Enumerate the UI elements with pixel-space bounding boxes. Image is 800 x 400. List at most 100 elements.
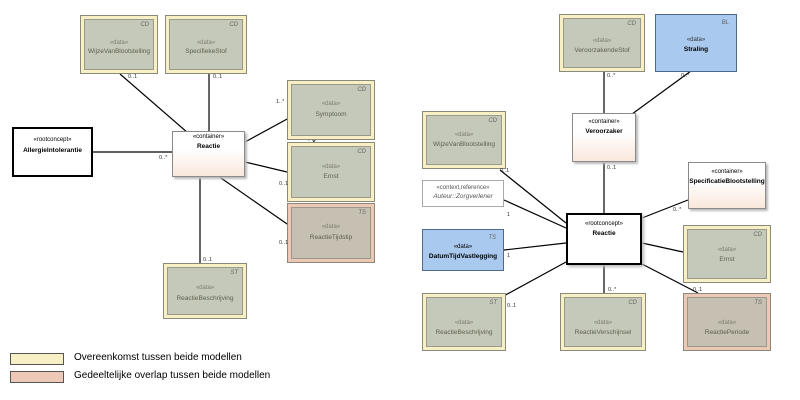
assoc-reactie-beschrijving-r <box>499 256 575 299</box>
stereotype: «data» <box>717 320 737 326</box>
mult-tijdstip: 0..1 <box>279 240 289 246</box>
stereotype: «context,reference» <box>436 185 490 191</box>
auteur-zorgverlener-reference[interactable]: «context,reference» Auteur::Zorgverlener <box>422 180 504 207</box>
datatype-tag: TS <box>488 235 496 241</box>
assoc-reactie-wijze-r <box>499 169 574 230</box>
allergie-intolerantie-class[interactable]: «rootconcept» AllergieIntolerantie <box>12 127 93 177</box>
mult-straling: 0..* <box>681 73 690 79</box>
wijze-van-blootstelling-class-right[interactable]: CD «data» WijzeVanBlootstelling <box>422 111 506 169</box>
class-name: Ernst <box>719 256 735 263</box>
assoc-reactie-specificatie <box>632 199 689 223</box>
class-name: Veroorzaker <box>585 128 623 135</box>
straling-class[interactable]: BL «data» Straling <box>655 14 737 72</box>
class-name: Reactie <box>196 143 221 150</box>
class-name: SpecifiekeStof <box>185 48 227 55</box>
mult-veroorzakende: 0..* <box>607 73 616 79</box>
symptoom-class[interactable]: CD «data» Symptoom <box>287 80 375 140</box>
class-name: AllergieIntolerantie <box>23 147 82 154</box>
datatype-tag: CD <box>488 118 497 124</box>
ernst-class-left[interactable]: CD «data» Ernst <box>287 142 375 202</box>
stereotype: «data» <box>592 38 612 44</box>
stereotype: «data» <box>321 224 341 230</box>
reactie-container-left[interactable]: «container» Reactie <box>172 131 245 177</box>
stereotype: «data» <box>321 101 341 107</box>
reactie-beschrijving-class-left[interactable]: ST «data» ReactieBeschrijving <box>163 263 247 319</box>
mult-periode: 0..1 <box>693 287 703 293</box>
stereotype: «data» <box>717 247 737 253</box>
legend-label-gedeeltelijk: Gedeeltelijke overlap tussen beide model… <box>74 370 271 381</box>
class-name: Symptoom <box>315 111 347 118</box>
reactie-periode-class[interactable]: TS «data» ReactiePeriode <box>683 293 771 351</box>
stereotype: «rootconcept» <box>33 137 72 143</box>
datatype-tag: TS <box>754 300 762 306</box>
assoc-reactie-tijdstip <box>209 170 291 227</box>
class-name: ReactieTijdstip <box>309 234 353 241</box>
datatype-tag: CD <box>753 232 762 238</box>
class-name: ReactieVerschijnsel <box>574 329 632 336</box>
class-name: Straling <box>683 46 709 53</box>
stereotype: «data» <box>109 40 129 46</box>
reactie-rootconcept-right[interactable]: «rootconcept» Reactie <box>566 213 642 265</box>
stereotype: «data» <box>321 164 341 170</box>
reactie-verschijnsel-class[interactable]: CD «data» ReactieVerschijnsel <box>560 293 646 351</box>
class-name: VeroorzakendeStof <box>574 47 630 54</box>
mult-symptoom: 1..* <box>276 99 285 105</box>
class-name: WijzeVanBlootstelling <box>87 48 151 55</box>
mult-specificatie: 0..* <box>673 207 682 213</box>
mult-beschrijving-left: 0..1 <box>203 257 213 263</box>
legend-swatch-gedeeltelijk <box>10 371 64 383</box>
class-name: DatumTijdVastlegging <box>428 253 498 260</box>
stereotype: «data» <box>196 40 216 46</box>
veroorzakende-stof-class[interactable]: CD «data» VeroorzakendeStof <box>559 14 645 72</box>
stereotype: «data» <box>454 320 474 326</box>
stereotype: «container» <box>192 134 225 140</box>
class-name: ReactieBeschrijving <box>176 295 234 302</box>
class-name: SpecificatieBlootstelling <box>689 178 765 185</box>
stereotype: «data» <box>593 320 613 326</box>
mult-verschijnsel: 0..* <box>608 287 617 293</box>
class-name: Auteur::Zorgverlener <box>433 193 493 200</box>
specifieke-stof-class[interactable]: CD «data» SpecifiekeStof <box>165 15 247 74</box>
class-name: Ernst <box>323 173 339 180</box>
assoc-veroorzaker-straling <box>619 67 696 123</box>
datatype-tag: CD <box>628 300 637 306</box>
mult-beschrijving-right: 0..1 <box>507 303 517 309</box>
stereotype: «data» <box>453 244 473 250</box>
stereotype: «container» <box>588 119 620 125</box>
mult-allergie: 0..* <box>159 155 168 161</box>
datatype-tag: ST <box>489 300 497 306</box>
reactie-beschrijving-class-right[interactable]: ST «data» ReactieBeschrijving <box>422 293 506 351</box>
class-name: ReactieBeschrijving <box>435 329 493 336</box>
datatype-tag: TS <box>358 210 366 216</box>
datatype-tag: CD <box>229 22 238 28</box>
datum-tijd-vastlegging-class[interactable]: TS «data» DatumTijdVastlegging <box>422 229 504 271</box>
stereotype: «data» <box>454 132 474 138</box>
specificatie-blootstelling-container[interactable]: «container» SpecificatieBlootstelling <box>688 162 766 209</box>
class-name: WijzeVanBlootstelling <box>432 141 496 148</box>
legend-label-overeenkomst: Overeenkomst tussen beide modellen <box>74 352 242 363</box>
assoc-reactie-wijze <box>119 73 196 140</box>
datatype-tag: CD <box>357 149 366 155</box>
datatype-tag: CD <box>140 22 149 28</box>
wijze-van-blootstelling-class-left[interactable]: CD «data» WijzeVanBlootstelling <box>80 15 158 74</box>
legend-swatch-overeenkomst <box>10 353 64 365</box>
assoc-reactie-datum <box>503 239 576 251</box>
datatype-tag: BL <box>721 20 729 26</box>
stereotype: «data» <box>195 285 215 291</box>
mult-specifieke: 0..1 <box>213 74 223 80</box>
ernst-class-right[interactable]: CD «data» Ernst <box>683 225 771 283</box>
mult-wijze-right: 0..1 <box>500 168 510 174</box>
stereotype: «data» <box>686 37 706 43</box>
class-name: ReactiePeriode <box>704 329 750 336</box>
mult-veroorzaker: 0..1 <box>607 165 617 171</box>
assoc-reactie-ernst-r <box>632 238 684 253</box>
datatype-tag: CD <box>627 21 636 27</box>
mult-auteur: 1 <box>507 212 511 218</box>
assoc-reactie-auteur <box>503 199 576 233</box>
mult-wijze-left: 0..1 <box>128 74 138 80</box>
veroorzaker-container[interactable]: «container» Veroorzaker <box>572 113 636 162</box>
mult-ernst-left: 0..1 <box>279 181 289 187</box>
datatype-tag: ST <box>230 270 238 276</box>
reactie-tijdstip-class[interactable]: TS «data» ReactieTijdstip <box>287 203 375 263</box>
